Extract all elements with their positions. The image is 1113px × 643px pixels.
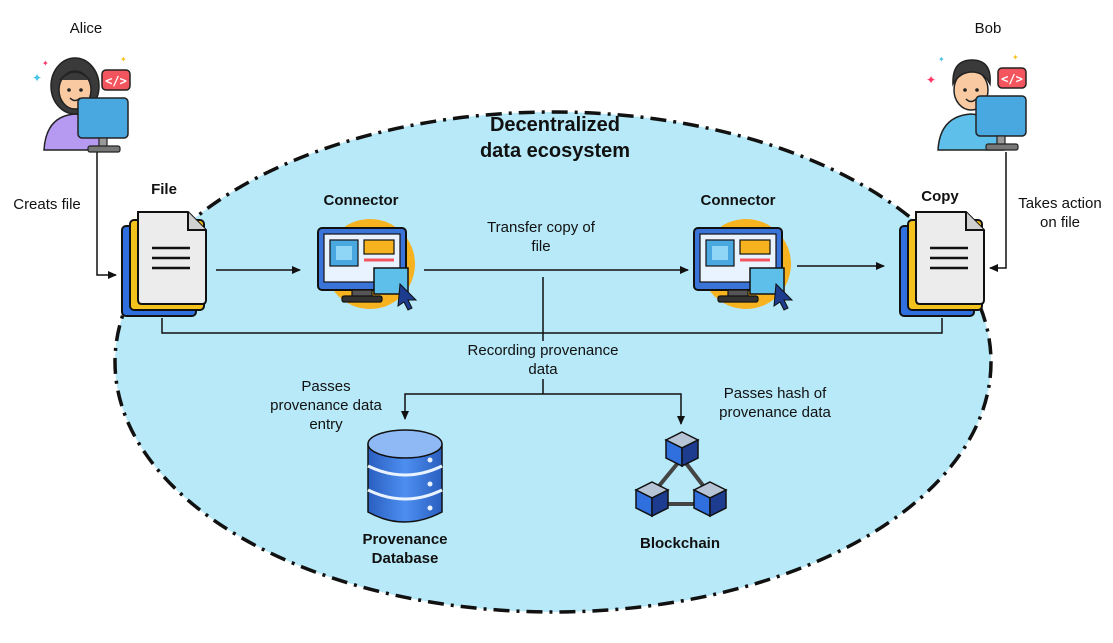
creates-file-label: Creats file [13,196,81,213]
passes-hash-label: Passes hash of provenance data [719,385,831,421]
provenance-collector-line [161,318,943,334]
provenance-to-blockchain-arrow [543,393,685,425]
monitor-connector-icon [317,219,418,311]
recording-label: Recording provenance data [448,341,638,379]
blockchain-icon [634,431,728,518]
svg-text:</>: </> [1001,72,1023,86]
transfer-label: Transfer copy of file [487,219,595,255]
bob-label: Bob [974,20,1002,37]
connector-right-label: Connector [700,192,776,209]
document-stack-icon [121,211,207,317]
connector-left-label: Connector [323,192,399,209]
document-stack-icon [899,211,985,317]
database-icon [367,429,443,523]
file-label: File [151,181,177,198]
monitor-connector-icon [693,219,794,311]
passes-entry-label: Passes provenance data entry [270,378,382,433]
svg-text:</>: </> [105,74,127,88]
svg-text:✦: ✦ [938,55,945,64]
developer-woman-icon: ✦ ✦ ✦ </> [32,55,131,153]
blockchain-label: Blockchain [639,535,721,552]
copy-label: Copy [921,188,959,205]
bob-to-copy-arrow [989,152,1007,272]
alice-to-file-arrow [96,152,117,279]
database-label: Provenance Database [362,531,448,567]
svg-text:✦: ✦ [926,73,936,87]
ecosystem-title: Decentralized data ecosystem [479,114,631,162]
svg-text:✦: ✦ [1012,53,1019,62]
alice-label: Alice [69,20,103,37]
developer-man-icon: ✦ ✦ ✦ </> [926,53,1027,151]
svg-text:✦: ✦ [42,59,49,68]
provenance-to-database-arrow [401,393,543,420]
takes-action-label: Takes action on file [1018,195,1102,231]
svg-text:✦: ✦ [120,55,127,64]
svg-text:✦: ✦ [32,71,42,85]
